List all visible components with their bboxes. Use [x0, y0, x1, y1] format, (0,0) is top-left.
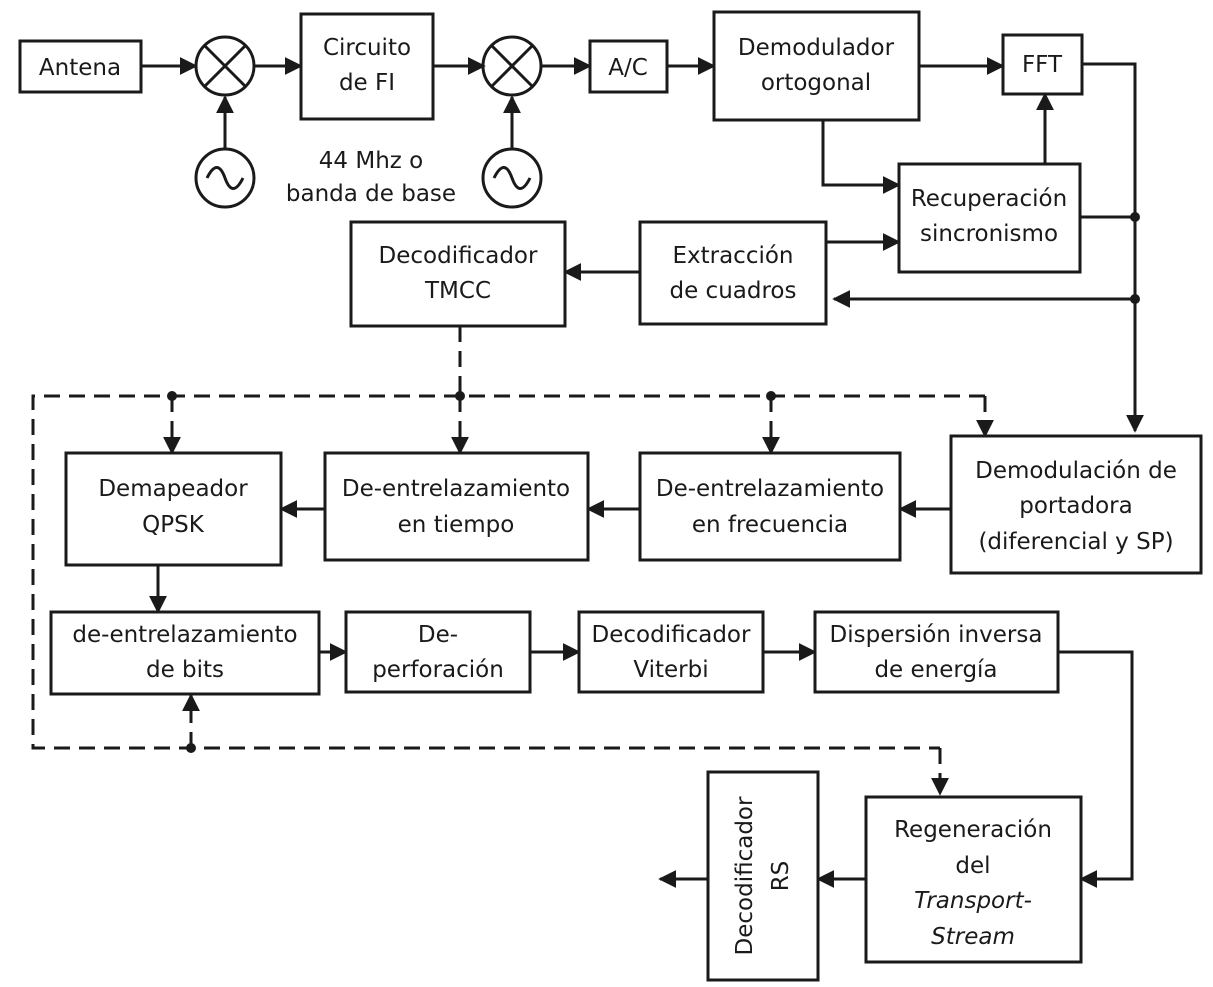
block-circuito-fi: Circuito de FI	[299, 12, 435, 121]
block-dispersion-inversa: Dispersión inversa de energía	[813, 610, 1060, 694]
block-deperforacion: De- perforación	[344, 610, 532, 694]
block-label: Extracción	[672, 243, 793, 269]
block-regeneracion-transport-stream: Regeneración del Transport- Stream	[864, 795, 1083, 964]
block-label: (diferencial y SP)	[978, 529, 1173, 555]
block-label: Dispersión inversa	[830, 622, 1043, 648]
block-label: en tiempo	[398, 512, 515, 538]
signal-connectors	[141, 57, 1144, 888]
block-decodificador-tmcc: Decodificador TMCC	[349, 220, 567, 328]
dashed-control-loop	[31, 394, 985, 750]
block-label: sincronismo	[920, 221, 1058, 247]
block-label: portadora	[1019, 493, 1132, 519]
block-demodulador-ortogonal: Demodulador ortogonal	[712, 10, 921, 122]
block-label: De-entrelazamiento	[656, 476, 884, 502]
block-label: Demodulador	[738, 35, 895, 61]
annotation-line: banda de base	[286, 181, 456, 207]
block-demapeador-qpsk: Demapeador QPSK	[64, 451, 283, 567]
block-label: Stream	[931, 924, 1015, 950]
block-label: perforación	[372, 657, 504, 683]
mixer-1	[194, 35, 256, 97]
arrow-fft-to-demod-portadora	[1082, 62, 1144, 433]
block-label: Decodificador	[379, 243, 538, 269]
block-decodificador-viterbi: Decodificador Viterbi	[577, 610, 765, 694]
block-label: Demodulación de	[975, 458, 1177, 484]
block-recuperacion-sincronismo: Recuperación sincronismo	[897, 162, 1082, 274]
block-label: del	[955, 853, 990, 879]
block-demodulacion-portadora: Demodulación de portadora (diferencial y…	[949, 434, 1203, 575]
block-label: Viterbi	[633, 657, 708, 683]
junction-dot	[186, 743, 196, 753]
block-deentrelazamiento-frecuencia: De-entrelazamiento en frecuencia	[638, 451, 902, 562]
oscillator-1-icon	[194, 147, 256, 209]
block-antena: Antena	[18, 39, 143, 94]
junction-dot	[1130, 294, 1140, 304]
junction-dot	[167, 391, 177, 401]
block-label: Antena	[39, 55, 121, 81]
block-label: Circuito	[323, 35, 411, 61]
arrow-dispersion-to-regeneracion	[1058, 650, 1134, 888]
block-deentrelazamiento-bits: de-entrelazamiento de bits	[49, 610, 321, 696]
oscillator-2-icon	[481, 147, 543, 209]
block-label: Decodificador	[592, 622, 751, 648]
block-label: Regeneración	[894, 817, 1052, 843]
block-label: de bits	[146, 657, 224, 683]
junction-dot	[455, 391, 465, 401]
block-label: De-	[418, 622, 458, 648]
block-label: de FI	[339, 70, 395, 96]
junction-dot	[1130, 212, 1140, 222]
annotation-line: 44 Mhz o	[319, 148, 423, 174]
block-deentrelazamiento-tiempo: De-entrelazamiento en tiempo	[323, 451, 590, 562]
frequency-annotation: 44 Mhz o banda de base	[286, 148, 456, 207]
block-label: TMCC	[424, 278, 491, 304]
block-label: en frecuencia	[692, 512, 848, 538]
block-label: de-entrelazamiento	[72, 622, 297, 648]
junction-dot	[766, 391, 776, 401]
arrow-demod-to-recuperacion	[821, 120, 901, 194]
control-connectors	[31, 326, 994, 796]
mixer-2	[481, 35, 543, 97]
block-label: QPSK	[142, 512, 205, 538]
block-label: Transport-	[914, 888, 1032, 914]
block-decodificador-rs: Decodificador RS	[706, 770, 820, 982]
block-label: De-entrelazamiento	[342, 476, 570, 502]
block-label: de cuadros	[670, 278, 797, 304]
block-label: FFT	[1022, 52, 1063, 78]
block-label: RS	[768, 861, 794, 892]
block-label: Demapeador	[98, 476, 248, 502]
block-label: ortogonal	[761, 70, 871, 96]
block-extraccion-cuadros: Extracción de cuadros	[638, 220, 828, 326]
block-label: Decodificador	[732, 796, 758, 955]
block-label: A/C	[608, 55, 648, 81]
block-label: de energía	[874, 657, 997, 683]
block-label: Recuperación	[911, 186, 1067, 212]
block-fft: FFT	[1001, 33, 1084, 96]
block-ac: A/C	[588, 39, 669, 94]
